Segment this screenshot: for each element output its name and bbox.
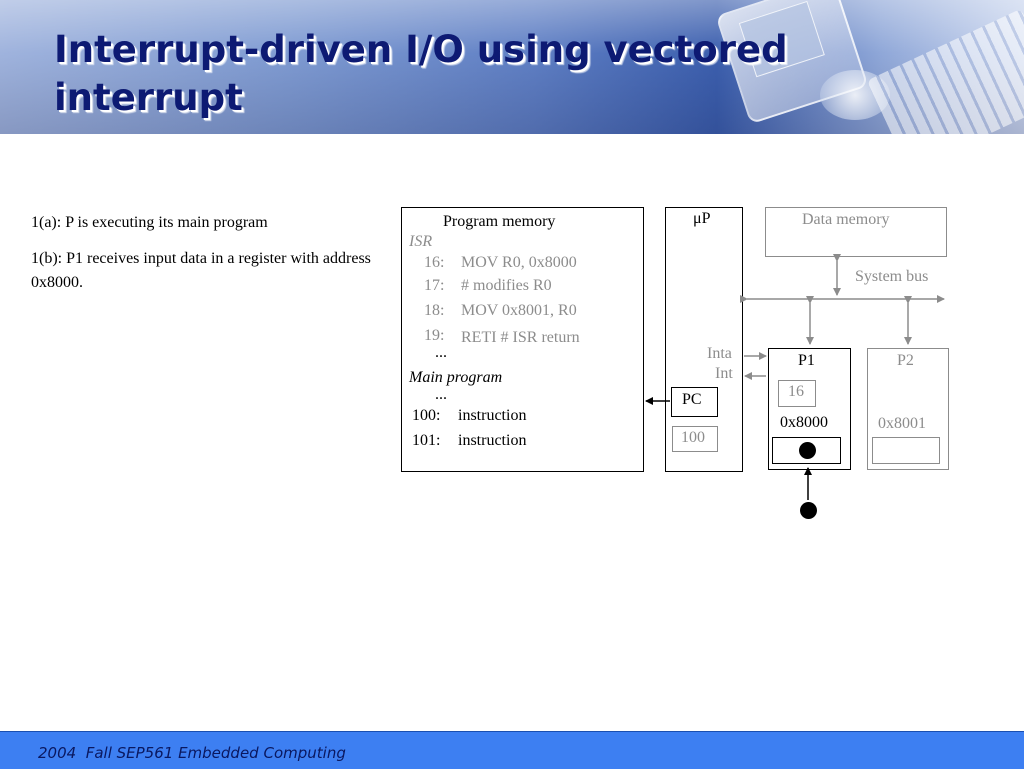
- input-data-dot: [800, 502, 817, 519]
- int-label: Int: [715, 365, 733, 382]
- pc-value-box: [672, 426, 718, 452]
- p1-address: 0x8000: [780, 414, 828, 431]
- main-line-101-text: instruction: [458, 432, 527, 449]
- system-bus-label: System bus: [855, 268, 929, 285]
- isr-line-19-addr: 19:: [424, 327, 445, 344]
- note-1a: 1(a): P is executing its main program: [31, 214, 268, 231]
- p1-label: P1: [798, 352, 815, 369]
- p2-address: 0x8001: [878, 415, 926, 432]
- isr-line-17-text: # modifies R0: [461, 277, 552, 294]
- microprocessor-label: μP: [693, 210, 711, 227]
- slide-header-banner: Interrupt-driven I/O using vectored inte…: [0, 0, 1024, 134]
- isr-line-17-addr: 17:: [424, 277, 445, 294]
- data-memory-label: Data memory: [802, 211, 890, 228]
- program-memory-box: [401, 207, 644, 472]
- inta-label: Inta: [707, 345, 732, 362]
- main-line-100-addr: 100:: [412, 407, 441, 424]
- slide-title: Interrupt-driven I/O using vectored inte…: [54, 28, 788, 119]
- pc-register-box: [671, 387, 718, 417]
- note-1b: 1(b): P1 receives input data in a regist…: [31, 250, 371, 291]
- main-program-label: Main program: [409, 369, 503, 386]
- pc-value: 100: [681, 429, 705, 446]
- slide-footer: 2004 Fall SEP561 Embedded Computing: [0, 731, 1024, 769]
- isr-line-19-text: RETI # ISR return: [461, 329, 580, 346]
- isr-line-16-text: MOV R0, 0x8000: [461, 254, 577, 271]
- p2-data-register: [872, 437, 940, 464]
- isr-line-18-addr: 18:: [424, 302, 445, 319]
- ellipsis-main: ...: [435, 386, 447, 403]
- p2-label: P2: [897, 352, 914, 369]
- p1-data-dot: [799, 442, 816, 459]
- p1-vector-box: [778, 380, 816, 407]
- data-memory-box: [765, 207, 947, 257]
- isr-line-18-text: MOV 0x8001, R0: [461, 302, 577, 319]
- main-line-100-text: instruction: [458, 407, 527, 424]
- p1-vector: 16: [788, 383, 804, 400]
- isr-label: ISR: [409, 233, 433, 250]
- program-memory-label: Program memory: [443, 213, 556, 230]
- footer-text: 2004 Fall SEP561 Embedded Computing: [38, 744, 346, 762]
- main-line-101-addr: 101:: [412, 432, 441, 449]
- ellipsis-isr: ...: [435, 344, 447, 361]
- pc-label: PC: [682, 391, 702, 408]
- isr-line-16-addr: 16:: [424, 254, 445, 271]
